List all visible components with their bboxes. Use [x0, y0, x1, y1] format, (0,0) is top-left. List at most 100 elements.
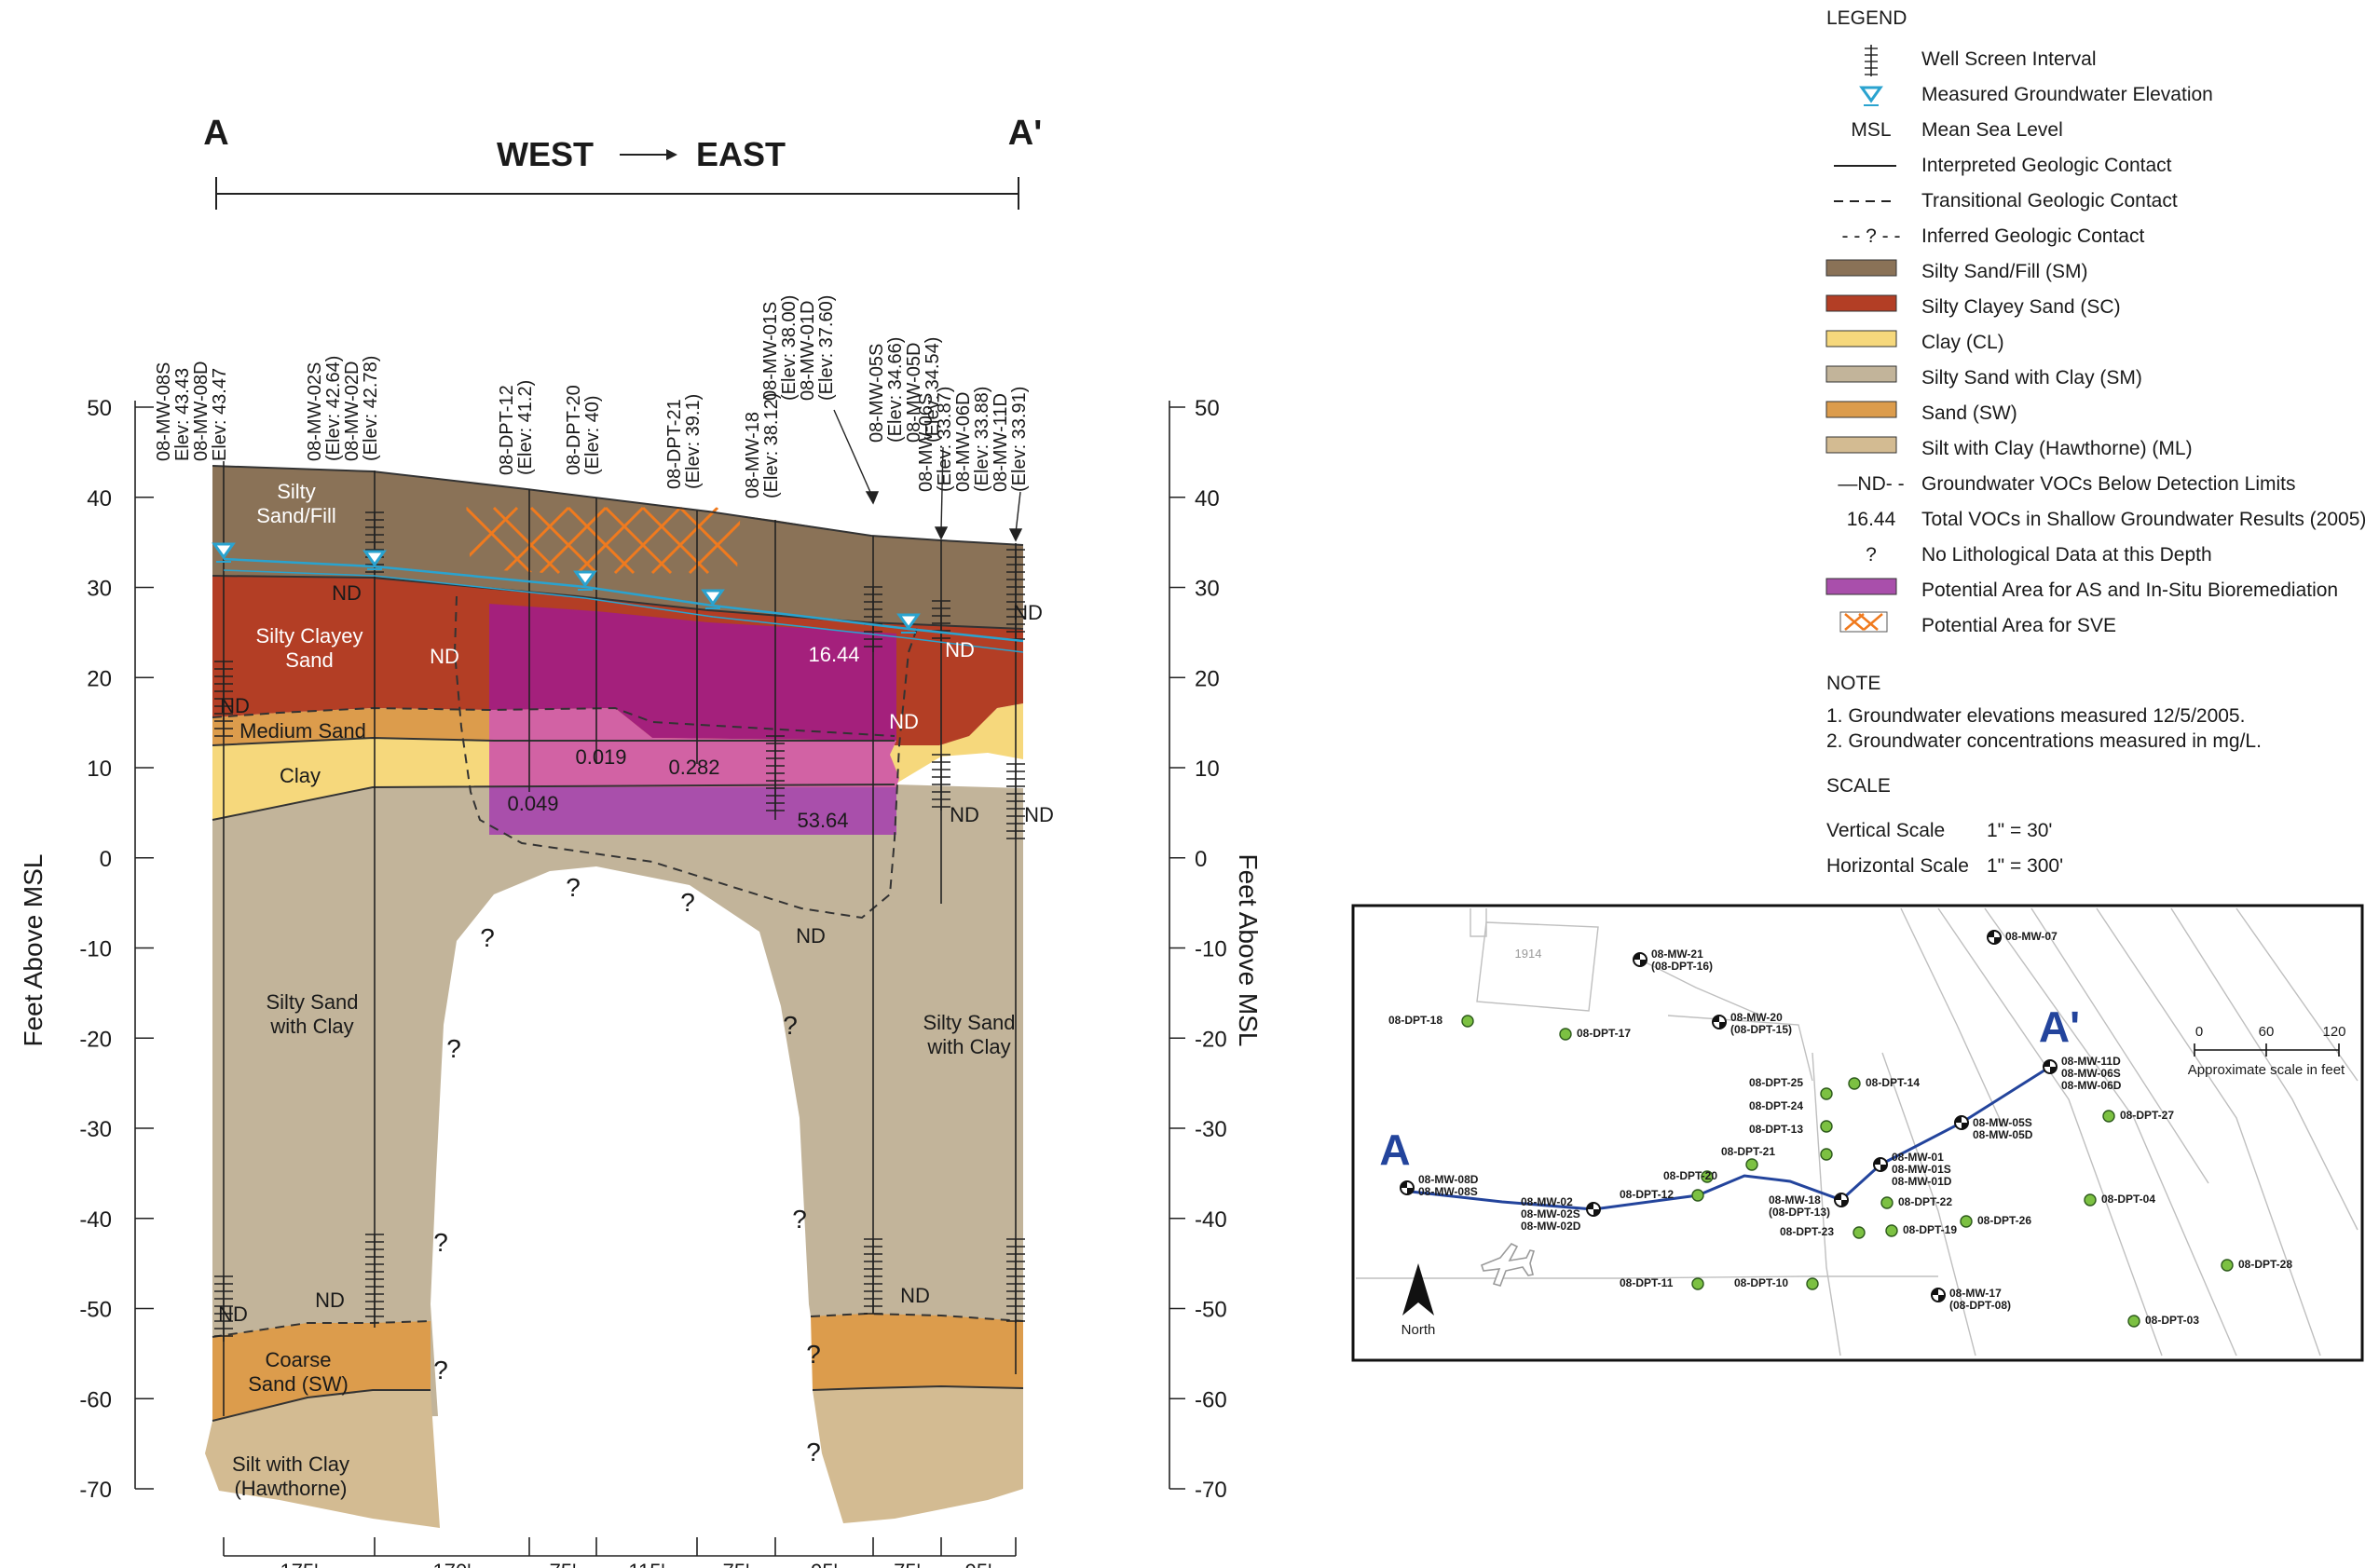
- monitoring-well-icon: [1987, 930, 2002, 945]
- map-well-label: 08-MW-05S: [1973, 1116, 2032, 1129]
- no-data-question: ?: [792, 1205, 807, 1234]
- legend-label: Groundwater VOCs Below Detection Limits: [1921, 473, 2296, 495]
- legend-item: Silty Sand with Clay (SM): [1825, 365, 2142, 389]
- map-dpt-label: 08-DPT-27: [2120, 1109, 2174, 1122]
- gw-elevation-icon: [362, 550, 387, 567]
- well-screens: [214, 511, 1025, 1342]
- legend-symbol-text: - - ? - -: [1842, 225, 1901, 247]
- scale-tick-120: 120: [2322, 1024, 2345, 1040]
- no-data-question: ?: [480, 923, 495, 952]
- y-tick-label-left: 10: [87, 757, 112, 782]
- y-tick-label-left: 20: [87, 666, 112, 691]
- map-well-label: 08-MW-17: [1949, 1287, 2002, 1300]
- voc-value: 16.44: [808, 643, 859, 666]
- map-well-label: 08-MW-11D: [2061, 1055, 2121, 1068]
- unit-silty-sand-fill: [212, 466, 1023, 629]
- dpt-point-icon: [1820, 1148, 1833, 1161]
- y-tick-label-right: 20: [1195, 666, 1220, 691]
- well-label: 08-MW-11D: [991, 393, 1011, 492]
- map-dpt-label: 08-DPT-14: [1866, 1076, 1920, 1089]
- groundwater-line: [223, 557, 1024, 643]
- distance-label: 75': [894, 1560, 921, 1568]
- no-data-question: ?: [680, 888, 695, 917]
- legend-label: Potential Area for SVE: [1921, 615, 2116, 636]
- map-dpt-label: 08-DPT-13: [1749, 1123, 1803, 1136]
- y-tick-label-right: 50: [1195, 396, 1220, 421]
- well-label: 08-MW-02D: [342, 361, 362, 461]
- monitoring-well-icon: [1873, 1157, 1888, 1172]
- map-well-label: 08-MW-01S: [1892, 1163, 1951, 1176]
- scale-tick-0: 0: [2195, 1024, 2203, 1040]
- legend-item: Interpreted Geologic Contact: [1834, 155, 2172, 176]
- voc-value: 0.282: [668, 756, 719, 779]
- well-label: 08-MW-01D: [798, 301, 818, 401]
- site-map: 08-MW-21(08-DPT-16)08-MW-20(08-DPT-15)08…: [1351, 904, 2364, 1362]
- no-data-question: ?: [806, 1340, 821, 1369]
- well-label: (Elev: 38.12): [761, 393, 782, 498]
- north-arrow-icon: [1402, 1263, 1434, 1316]
- map-dpt-label: 08-DPT-11: [1620, 1276, 1674, 1289]
- groundwater-markers: [212, 542, 921, 634]
- map-dpt-label: 08-DPT-25: [1749, 1076, 1803, 1089]
- scale-value: 1" = 30': [1987, 820, 2052, 841]
- legend-item: Potential Area for SVE: [1839, 611, 2116, 636]
- well-leader-arrows: [833, 409, 1023, 542]
- map-well-label: (08-DPT-13): [1769, 1206, 1830, 1219]
- well-label: (Elev: 33.88): [972, 387, 992, 492]
- unit-label-hawthorne: Silt with Clay(Hawthorne): [232, 1452, 349, 1500]
- legend-item: Transitional Geologic Contact: [1834, 190, 2178, 211]
- distance-label: 75': [550, 1560, 577, 1568]
- map-dpt-label: 08-DPT-26: [1977, 1214, 2031, 1227]
- map-points: 08-MW-21(08-DPT-16)08-MW-20(08-DPT-15)08…: [1388, 930, 2292, 1328]
- well-label: (Elev: 40): [582, 395, 603, 475]
- legend-item: MSL Mean Sea Level: [1851, 119, 2062, 141]
- map-label-a: A: [1379, 1125, 1410, 1174]
- distance-label: 115': [628, 1560, 664, 1568]
- legend-symbol-text: MSL: [1851, 119, 1891, 141]
- groundwater-line-2: [223, 569, 1024, 653]
- y-tick-label-left: -20: [79, 1027, 112, 1052]
- label-a-prime: A': [1008, 114, 1042, 153]
- gw-elevation-icon: [701, 589, 725, 607]
- legend-label: Inferred Geologic Contact: [1921, 225, 2144, 247]
- label-a: A: [203, 114, 228, 153]
- map-well-label: 08-MW-02S: [1521, 1207, 1580, 1220]
- dpt-point-icon: [2221, 1259, 2234, 1272]
- map-dpt-label: 08-DPT-03: [2145, 1314, 2199, 1327]
- y-tick-label-right: -20: [1195, 1027, 1227, 1052]
- monitoring-well-icon: [1834, 1193, 1849, 1207]
- legend-symbol-text: —ND- -: [1838, 473, 1904, 495]
- y-tick-label-right: 40: [1195, 486, 1220, 511]
- distance-label: 75': [723, 1560, 750, 1568]
- well-label: 08-MW-05S: [867, 344, 887, 443]
- well-label: Elev: 43.47: [210, 368, 230, 461]
- y-tick-label-left: -30: [79, 1117, 112, 1142]
- well-label: 08-MW-06S: [916, 393, 937, 492]
- map-well-label: 08-MW-21: [1651, 948, 1703, 961]
- map-dpt-label: 08-DPT-12: [1620, 1188, 1674, 1201]
- map-basemap: [1356, 907, 2358, 1357]
- nd-label: ND: [945, 638, 975, 661]
- y-tick-label-left: 40: [87, 486, 112, 511]
- well-label: 08-MW-02S: [305, 362, 325, 461]
- unit-label-clay: Clay: [280, 764, 321, 787]
- map-well-label: (08-DPT-16): [1651, 960, 1713, 973]
- nd-label: ND: [220, 694, 250, 717]
- unit-coarse-sand-left: [212, 1321, 431, 1421]
- dpt-point-icon: [1880, 1196, 1894, 1209]
- map-dpt-label: 08-DPT-22: [1898, 1195, 1952, 1208]
- dpt-point-icon: [2084, 1193, 2097, 1207]
- note-line: 2. Groundwater concentrations measured i…: [1826, 730, 2262, 752]
- legend-label: Mean Sea Level: [1921, 119, 2063, 141]
- unit-coarse-sand-right: [811, 1314, 1023, 1390]
- scale-caption: Approximate scale in feet: [2188, 1062, 2345, 1078]
- y-tick-label-right: -60: [1195, 1387, 1227, 1412]
- legend-item: Potential Area for AS and In-Situ Biorem…: [1825, 578, 2338, 601]
- distance-scale: 175'170'75'115'75'95'75'95': [223, 1537, 1017, 1568]
- legend-label: Interpreted Geologic Contact: [1921, 155, 2172, 176]
- monitoring-well-icon: [2043, 1059, 2058, 1074]
- well-label: 08-MW-08D: [191, 361, 212, 461]
- scale-value: 1" = 300': [1987, 855, 2063, 877]
